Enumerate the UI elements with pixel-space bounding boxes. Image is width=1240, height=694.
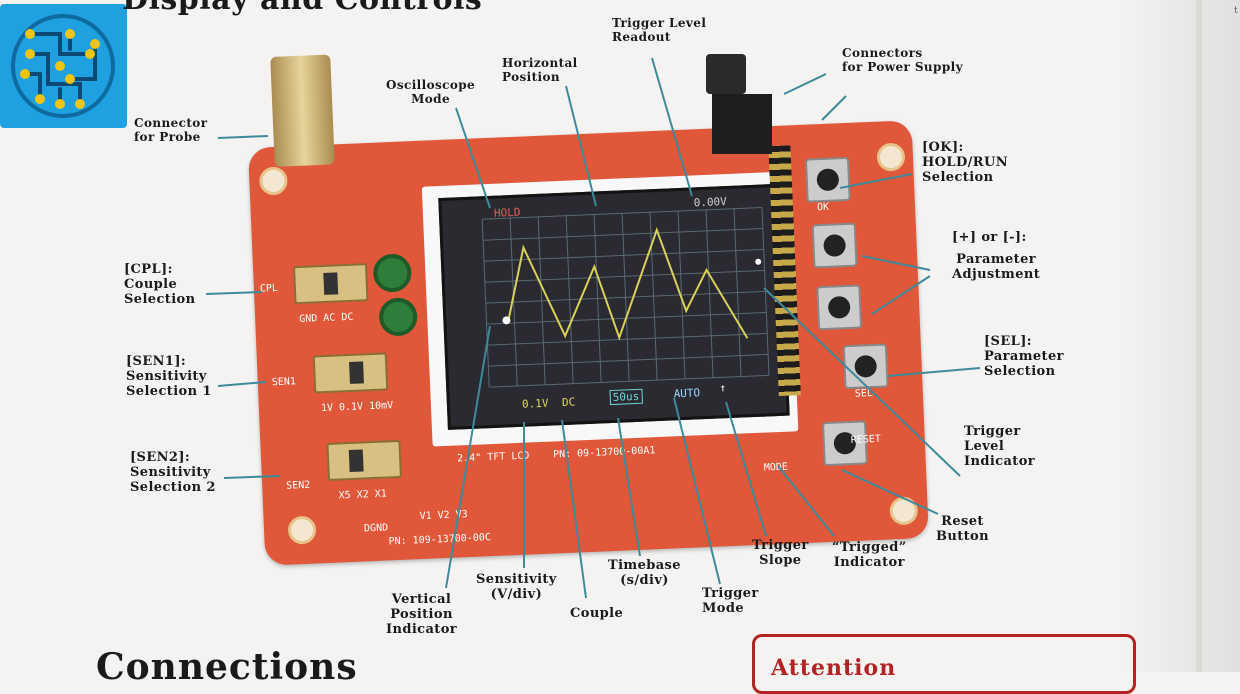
- power-jack[interactable]: [706, 54, 746, 94]
- attention-box: Attention: [752, 634, 1136, 694]
- label-trigger-level-indicator: Trigger Level Indicator: [964, 424, 1036, 469]
- label-connector-probe: Connector for Probe: [134, 116, 208, 144]
- label-power-connectors: Connectors for Power Supply: [842, 46, 963, 74]
- label-reset-button: Reset Button: [936, 514, 989, 544]
- callout-lines: [205, 57, 981, 599]
- label-sen1: [SEN1]: Sensitivity Selection 1: [126, 354, 212, 399]
- label-horizontal-position: Horizontal Position: [502, 56, 578, 84]
- label-plus-minus: [+] or [-]:: [952, 230, 1027, 245]
- label-trigger-slope: Trigger Slope: [752, 538, 809, 568]
- label-trigger-level-readout: Trigger Level Readout: [612, 16, 707, 44]
- attention-title: Attention: [771, 655, 897, 681]
- label-sel: [SEL]: Parameter Selection: [984, 334, 1064, 379]
- connections-heading: Connections: [96, 646, 358, 688]
- oscilloscope-board: CPL GND AC DC SEN1 1V 0.1V 10mV SEN2 X5 …: [248, 54, 929, 566]
- lcd-screen: HOLD 0.00V 0.1V DC 50us AUTO ↑: [438, 183, 790, 430]
- label-sensitivity: Sensitivity (V/div): [476, 572, 557, 602]
- label-couple: Couple: [570, 606, 624, 621]
- page-edge: [1196, 0, 1202, 672]
- label-trigger-mode: Trigger Mode: [702, 586, 759, 616]
- label-oscilloscope-mode: Oscilloscope Mode: [386, 78, 476, 106]
- circuit-logo-icon: [0, 4, 127, 128]
- section-heading: Display and Controls: [122, 0, 482, 17]
- label-trigged-indicator: “Trigged” Indicator: [832, 540, 907, 570]
- power-jack-body: [712, 94, 772, 154]
- label-vertical-position: Vertical Position Indicator: [386, 592, 458, 637]
- corner-mark: t: [1234, 6, 1238, 16]
- waveform-display: [481, 207, 770, 388]
- label-ok: [OK]: HOLD/RUN Selection: [922, 140, 1008, 185]
- page-shadow: [1120, 0, 1240, 672]
- label-cpl: [CPL]: Couple Selection: [124, 262, 196, 307]
- label-timebase: Timebase (s/div): [608, 558, 681, 588]
- label-parameter-adjustment: Parameter Adjustment: [952, 252, 1041, 282]
- label-sen2: [SEN2]: Sensitivity Selection 2: [130, 450, 216, 495]
